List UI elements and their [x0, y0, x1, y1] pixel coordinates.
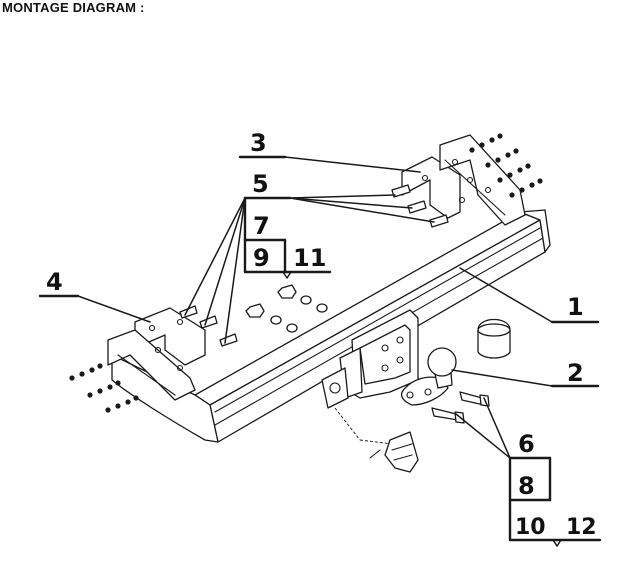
- callout-8: 8: [518, 472, 535, 500]
- right-mounting-bracket: [401, 134, 526, 226]
- callout-1: 1: [567, 293, 584, 321]
- tow-ball-mount-plate: [339, 309, 419, 399]
- callout-7: 7: [253, 212, 270, 240]
- left-nut-stacks: [69, 363, 139, 413]
- callout-2: 2: [567, 359, 584, 387]
- socket-plate: [321, 367, 401, 446]
- callout-10: 10: [515, 515, 546, 540]
- callout-5: 5: [252, 170, 269, 198]
- callout-9: 9: [253, 244, 270, 272]
- tow-ball: [400, 347, 457, 406]
- center-nuts-washers: [245, 284, 328, 333]
- callout-6: 6: [518, 430, 535, 458]
- right-nut-stacks: [469, 133, 543, 198]
- callout-3: 3: [250, 129, 267, 157]
- leader-lines: [38, 155, 602, 547]
- electrical-connector: [369, 431, 419, 473]
- left-side-bolts: [179, 305, 238, 347]
- right-side-bolts: [391, 184, 449, 228]
- ball-cover: [477, 318, 511, 359]
- diagram-title: MONTAGE DIAGRAM :: [2, 0, 145, 15]
- callout-4: 4: [46, 268, 63, 296]
- callout-11: 11: [293, 244, 326, 272]
- callout-12: 12: [566, 515, 597, 540]
